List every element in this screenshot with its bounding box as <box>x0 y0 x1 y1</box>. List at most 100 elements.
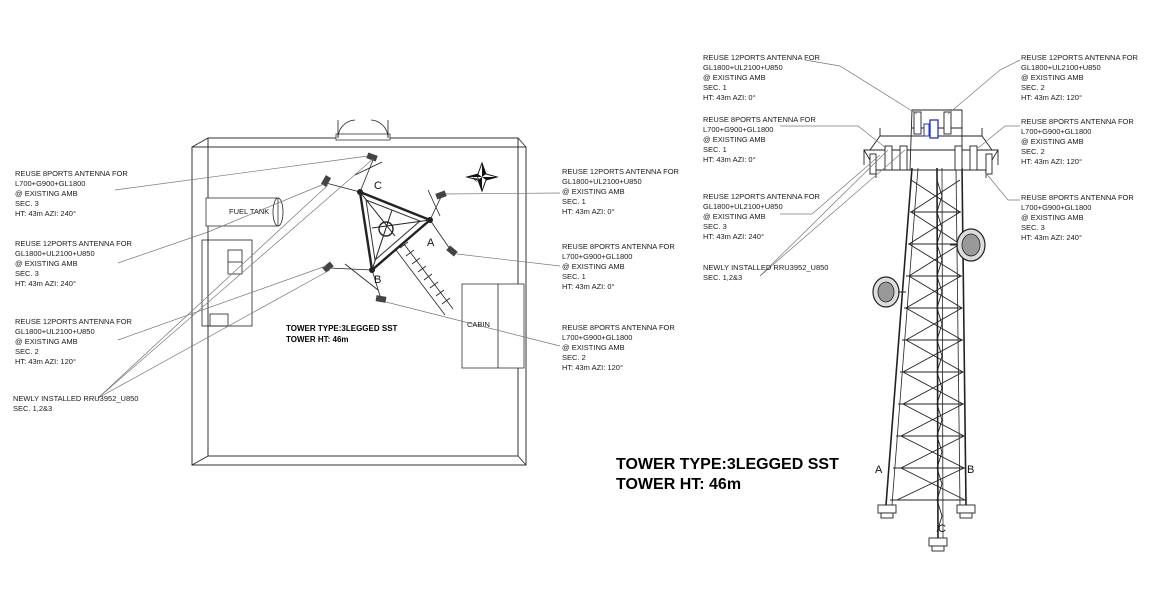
elev-callouts-right: REUSE 12PORTS ANTENNA FOR GL1800+UL2100+… <box>1021 53 1139 242</box>
svg-text:HT: 43m AZI: 120°: HT: 43m AZI: 120° <box>1021 157 1082 166</box>
svg-text:SEC. 1,2&3: SEC. 1,2&3 <box>703 273 742 282</box>
north-arrow-icon: N <box>465 161 499 193</box>
svg-text:NEWLY INSTALLED RRU3952_U850: NEWLY INSTALLED RRU3952_U850 <box>703 263 828 272</box>
elev-callout-8port-sec2: REUSE 8PORTS ANTENNA FOR L700+G900+GL180… <box>1021 117 1134 166</box>
svg-text:SEC. 3: SEC. 3 <box>703 222 727 231</box>
svg-text:REUSE 12PORTS ANTENNA FOR: REUSE 12PORTS ANTENNA FOR <box>15 317 133 326</box>
elev-callout-12port-sec2: REUSE 12PORTS ANTENNA FOR GL1800+UL2100+… <box>1021 53 1139 102</box>
site-plan: FUEL TANK CABIN N <box>191 119 527 466</box>
elevation-tower-height: TOWER HT: 46m <box>616 476 741 493</box>
cabin-label: CABIN <box>467 320 490 329</box>
svg-text:HT: 43m AZI: 240°: HT: 43m AZI: 240° <box>15 279 76 288</box>
tower-elevation: A B C <box>863 109 999 552</box>
svg-text:SEC. 1,2&3: SEC. 1,2&3 <box>13 404 52 413</box>
fuel-tank: FUEL TANK <box>205 197 284 227</box>
plan-callouts-right: REUSE 12PORTS ANTENNA FOR GL1800+UL2100+… <box>562 167 680 372</box>
top-antennas <box>869 111 993 175</box>
svg-text:REUSE 8PORTS ANTENNA FOR: REUSE 8PORTS ANTENNA FOR <box>562 323 675 332</box>
svg-text:REUSE 12PORTS ANTENNA FOR: REUSE 12PORTS ANTENNA FOR <box>703 53 821 62</box>
svg-text:HT: 43m AZI: 120°: HT: 43m AZI: 120° <box>15 357 76 366</box>
cabin: CABIN <box>461 283 525 369</box>
svg-text:HT: 43m AZI: 0°: HT: 43m AZI: 0° <box>703 155 756 164</box>
svg-text:@ EXISTING AMB: @ EXISTING AMB <box>703 212 766 221</box>
microwave-dish-icon <box>950 228 986 262</box>
svg-text:L700+G900+GL1800: L700+G900+GL1800 <box>1021 127 1091 136</box>
elevation-tower-type: TOWER TYPE:3LEGGED SST <box>616 456 839 473</box>
svg-text:SEC. 2: SEC. 2 <box>562 353 586 362</box>
plan-callout-8port-sec1: REUSE 8PORTS ANTENNA FOR L700+G900+GL180… <box>562 242 675 291</box>
gate <box>335 119 391 141</box>
svg-text:NEWLY INSTALLED RRU3952_U850: NEWLY INSTALLED RRU3952_U850 <box>13 394 138 403</box>
microwave-dish-icon <box>872 276 906 308</box>
svg-text:HT: 43m AZI: 240°: HT: 43m AZI: 240° <box>703 232 764 241</box>
compound-outer-wall <box>191 146 527 466</box>
svg-text:REUSE 8PORTS ANTENNA FOR: REUSE 8PORTS ANTENNA FOR <box>703 115 816 124</box>
svg-text:@ EXISTING AMB: @ EXISTING AMB <box>1021 137 1084 146</box>
svg-text:GL1800+UL2100+U850: GL1800+UL2100+U850 <box>1021 63 1101 72</box>
svg-text:HT: 43m AZI: 240°: HT: 43m AZI: 240° <box>15 209 76 218</box>
plan-callout-rru: NEWLY INSTALLED RRU3952_U850 SEC. 1,2&3 <box>13 394 138 413</box>
svg-text:L700+G900+GL1800: L700+G900+GL1800 <box>562 252 632 261</box>
plan-callout-12port-sec3: REUSE 12PORTS ANTENNA FOR GL1800+UL2100+… <box>15 239 133 288</box>
plan-callout-8port-sec3: REUSE 8PORTS ANTENNA FOR L700+G900+GL180… <box>15 169 128 218</box>
plan-callouts-left: REUSE 8PORTS ANTENNA FOR L700+G900+GL180… <box>13 169 138 413</box>
svg-text:GL1800+UL2100+U850: GL1800+UL2100+U850 <box>703 202 783 211</box>
elev-callout-12port-sec1: REUSE 12PORTS ANTENNA FOR GL1800+UL2100+… <box>703 53 821 102</box>
elev-callout-8port-sec1: REUSE 8PORTS ANTENNA FOR L700+G900+GL180… <box>703 115 816 164</box>
tower-footings <box>877 504 976 552</box>
plan-tower-height: TOWER HT: 46m <box>286 335 349 344</box>
svg-text:SEC. 3: SEC. 3 <box>15 269 39 278</box>
svg-text:@ EXISTING AMB: @ EXISTING AMB <box>15 189 78 198</box>
svg-text:GL1800+UL2100+U850: GL1800+UL2100+U850 <box>15 327 95 336</box>
plan-leg-a-label: A <box>427 237 435 249</box>
svg-text:GL1800+UL2100+U850: GL1800+UL2100+U850 <box>15 249 95 258</box>
svg-text:SEC. 2: SEC. 2 <box>1021 83 1045 92</box>
svg-text:L700+G900+GL1800: L700+G900+GL1800 <box>703 125 773 134</box>
svg-text:SEC. 3: SEC. 3 <box>15 199 39 208</box>
tower-plan: C A B <box>320 152 458 316</box>
svg-text:HT: 43m AZI: 0°: HT: 43m AZI: 0° <box>703 93 756 102</box>
plan-leg-c-label: C <box>374 180 382 192</box>
svg-text:@ EXISTING AMB: @ EXISTING AMB <box>703 73 766 82</box>
svg-text:@ EXISTING AMB: @ EXISTING AMB <box>1021 213 1084 222</box>
elev-callouts-left: REUSE 12PORTS ANTENNA FOR GL1800+UL2100+… <box>703 53 828 282</box>
svg-text:REUSE 12PORTS ANTENNA FOR: REUSE 12PORTS ANTENNA FOR <box>15 239 133 248</box>
svg-text:SEC. 1: SEC. 1 <box>562 272 586 281</box>
elevation-leg-c-label: C <box>938 523 946 535</box>
plan-callout-12port-sec2: REUSE 12PORTS ANTENNA FOR GL1800+UL2100+… <box>15 317 133 366</box>
elev-callout-8port-sec3: REUSE 8PORTS ANTENNA FOR L700+G900+GL180… <box>1021 193 1134 242</box>
svg-text:@ EXISTING AMB: @ EXISTING AMB <box>15 337 78 346</box>
plan-leader-lines <box>97 155 561 399</box>
plan-tower-type: TOWER TYPE:3LEGGED SST <box>286 324 398 333</box>
svg-text:SEC. 1: SEC. 1 <box>562 197 586 206</box>
svg-text:REUSE 8PORTS ANTENNA FOR: REUSE 8PORTS ANTENNA FOR <box>562 242 675 251</box>
svg-text:SEC. 2: SEC. 2 <box>15 347 39 356</box>
svg-text:HT: 43m AZI: 120°: HT: 43m AZI: 120° <box>562 363 623 372</box>
svg-text:@ EXISTING AMB: @ EXISTING AMB <box>562 262 625 271</box>
svg-text:HT: 43m AZI: 0°: HT: 43m AZI: 0° <box>562 282 615 291</box>
svg-text:N: N <box>471 173 481 183</box>
svg-text:REUSE 8PORTS ANTENNA FOR: REUSE 8PORTS ANTENNA FOR <box>1021 193 1134 202</box>
svg-text:@ EXISTING AMB: @ EXISTING AMB <box>562 343 625 352</box>
svg-text:HT: 43m AZI: 240°: HT: 43m AZI: 240° <box>1021 233 1082 242</box>
svg-text:SEC. 2: SEC. 2 <box>1021 147 1045 156</box>
svg-text:REUSE 12PORTS ANTENNA FOR: REUSE 12PORTS ANTENNA FOR <box>1021 53 1139 62</box>
elev-callout-12port-sec3: REUSE 12PORTS ANTENNA FOR GL1800+UL2100+… <box>703 192 821 241</box>
plan-callout-12port-sec1: REUSE 12PORTS ANTENNA FOR GL1800+UL2100+… <box>562 167 680 216</box>
svg-text:SEC. 1: SEC. 1 <box>703 83 727 92</box>
svg-text:L700+G900+GL1800: L700+G900+GL1800 <box>562 333 632 342</box>
svg-text:REUSE 12PORTS ANTENNA FOR: REUSE 12PORTS ANTENNA FOR <box>703 192 821 201</box>
svg-text:L700+G900+GL1800: L700+G900+GL1800 <box>1021 203 1091 212</box>
fuel-tank-label: FUEL TANK <box>229 207 269 216</box>
generator-block <box>201 239 253 327</box>
svg-text:@ EXISTING AMB: @ EXISTING AMB <box>562 187 625 196</box>
svg-text:REUSE 12PORTS ANTENNA FOR: REUSE 12PORTS ANTENNA FOR <box>562 167 680 176</box>
plan-callout-8port-sec2: REUSE 8PORTS ANTENNA FOR L700+G900+GL180… <box>562 323 675 372</box>
svg-text:HT: 43m AZI: 120°: HT: 43m AZI: 120° <box>1021 93 1082 102</box>
svg-text:REUSE 8PORTS ANTENNA FOR: REUSE 8PORTS ANTENNA FOR <box>15 169 128 178</box>
elev-callout-rru: NEWLY INSTALLED RRU3952_U850 SEC. 1,2&3 <box>703 263 828 282</box>
plan-leg-b-label: B <box>374 274 381 286</box>
svg-text:@ EXISTING AMB: @ EXISTING AMB <box>15 259 78 268</box>
elevation-leg-b-label: B <box>967 464 974 476</box>
